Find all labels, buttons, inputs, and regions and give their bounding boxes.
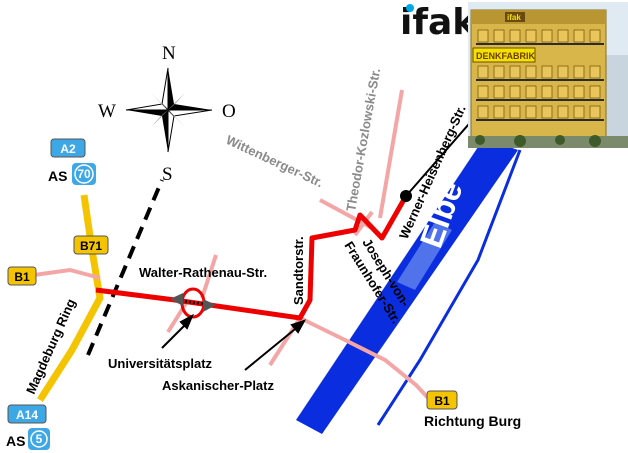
label-richtung-burg: Richtung Burg [424, 413, 521, 429]
label-walter-rathenau: Walter-Rathenau-Str. [139, 265, 267, 280]
svg-text:5: 5 [36, 432, 43, 446]
road-rathenau-cross-2 [200, 254, 218, 299]
badge-a14: A14 [7, 404, 47, 424]
badge-b71: B71 [73, 235, 109, 255]
ifak-logo: ifak [400, 2, 477, 43]
road-b1-left [33, 267, 101, 280]
badge-a2: A2 [50, 138, 86, 158]
compass-rose [125, 67, 213, 153]
as-label-top: AS [48, 168, 67, 184]
arrow-head-askanisch-icon [290, 319, 307, 334]
building-rooftop-sign: ifak [507, 13, 521, 22]
road-b1-east [299, 316, 432, 402]
label-wittenberger: Wittenberger-Str. [224, 132, 326, 190]
svg-text:B1: B1 [434, 394, 450, 408]
svg-text:70: 70 [77, 167, 91, 181]
tunnel-arrow-left-icon [170, 293, 183, 306]
badge-b1-right: B1 [426, 390, 458, 410]
badge-b1-left: B1 [7, 266, 37, 286]
building-sign: DENKFABRIK [476, 51, 536, 61]
compass-west: W [98, 101, 116, 122]
building-image: DENKFABRIK ifak [468, 2, 628, 148]
compass-east: O [222, 101, 236, 122]
compass-south: S [162, 164, 173, 185]
arrow-head-uni-icon [179, 313, 195, 330]
route-line [95, 194, 409, 321]
badge-exit-5: 5 [28, 428, 50, 450]
tunnel-arrow-right-icon [203, 299, 216, 312]
svg-text:A14: A14 [16, 408, 38, 422]
svg-text:B71: B71 [80, 239, 102, 253]
railway-line [86, 179, 164, 356]
svg-text:B1: B1 [14, 270, 30, 284]
road-theodor-kozlowski [378, 89, 404, 219]
label-askanischer-platz: Askanischer-Platz [162, 378, 274, 393]
destination-dot [400, 190, 412, 202]
road-rathenau-cross-1 [166, 298, 190, 334]
label-sandtorstr: Sandtorstr. [291, 236, 306, 305]
magdeburg-ring-road [37, 194, 104, 402]
as-label-bottom: AS [6, 433, 25, 449]
elbe-branch [376, 149, 522, 426]
road-small-junction [353, 210, 374, 237]
svg-text:A2: A2 [60, 142, 76, 156]
elbe-river-highlight [397, 222, 452, 290]
compass-north: N [162, 43, 176, 64]
label-universitaetsplatz: Universitätsplatz [108, 356, 213, 371]
badge-exit-70: 70 [72, 163, 96, 185]
label-theodor-kozlowski: Theodor-Kozlowski-Str. [343, 67, 383, 213]
universitaetsplatz-tunnel [180, 299, 206, 306]
